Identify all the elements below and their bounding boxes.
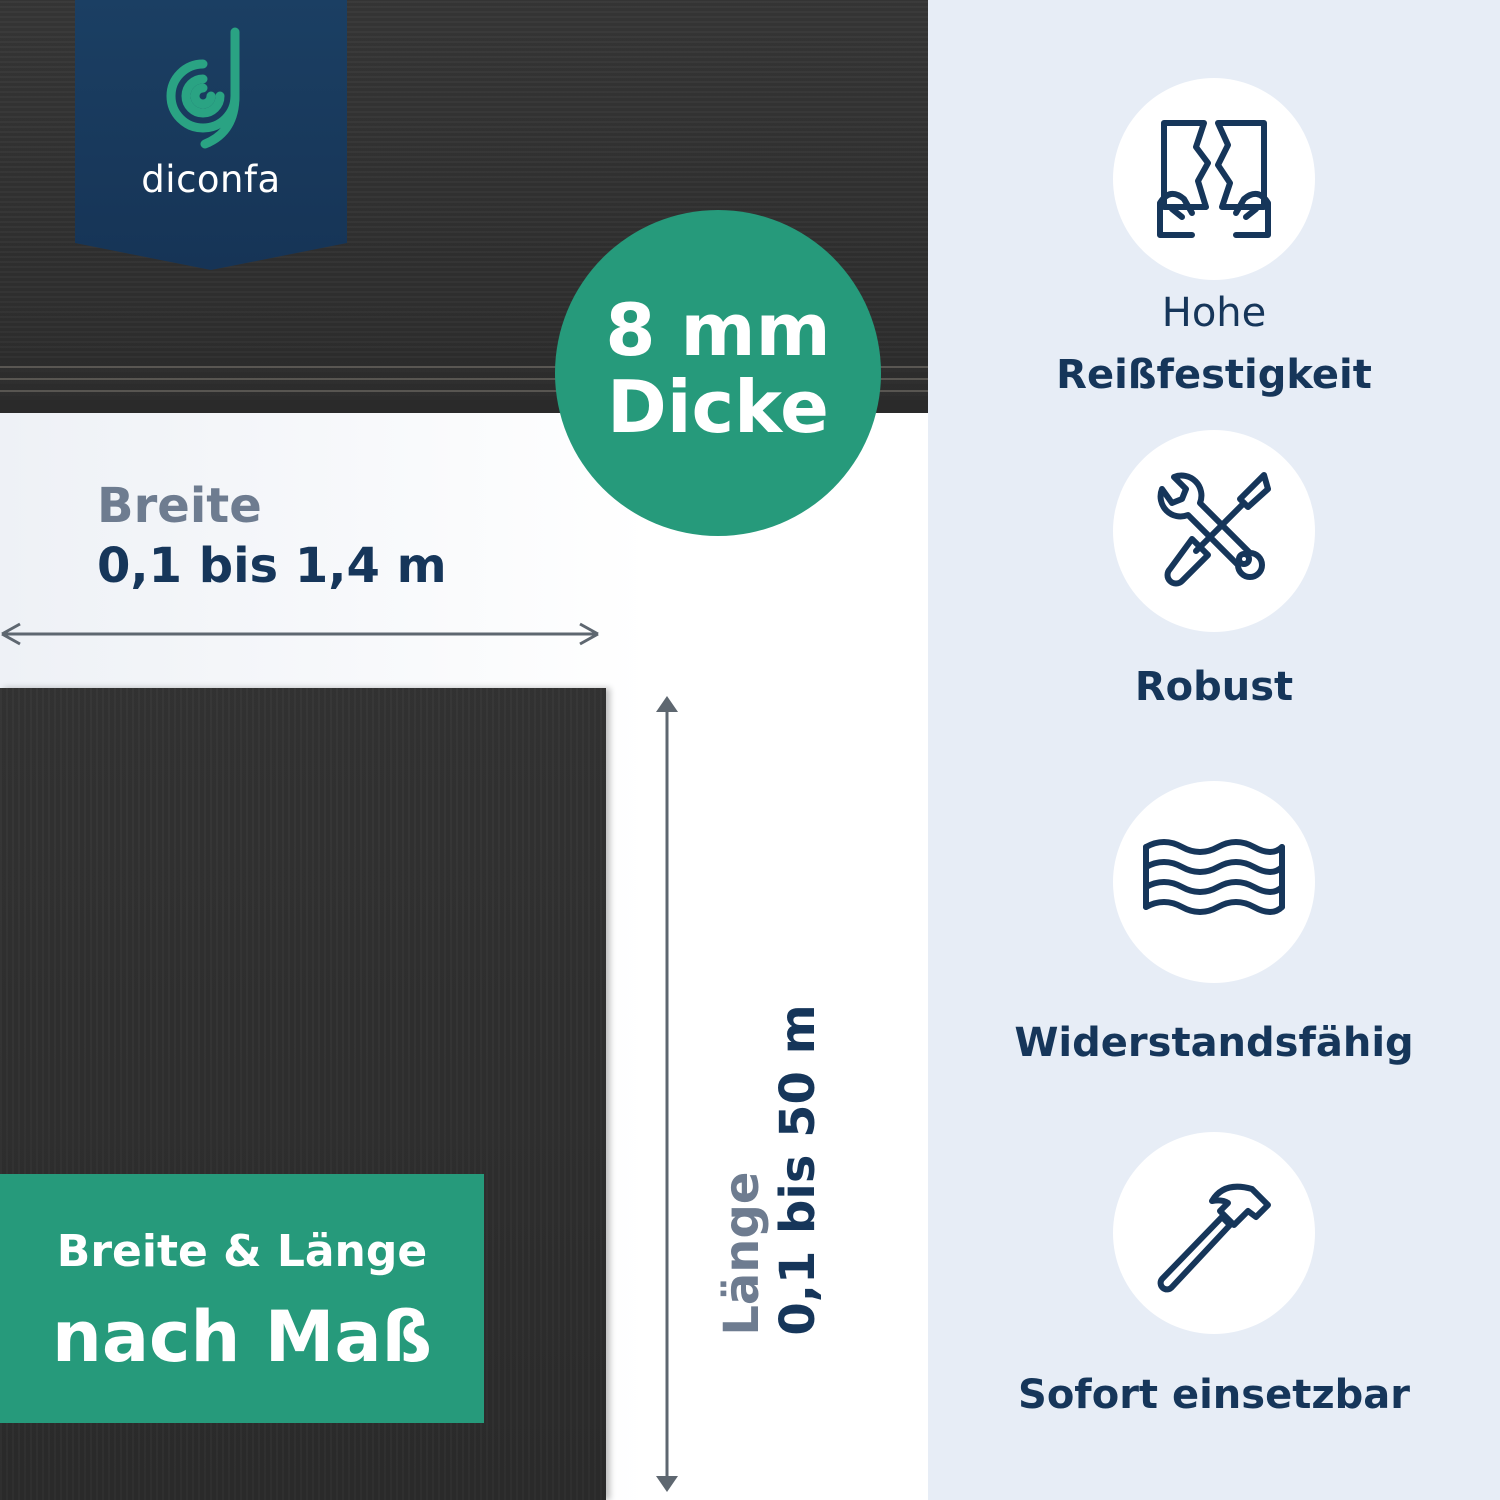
features-panel: Hohe Reißfestigkeit Robust	[928, 0, 1500, 1500]
feature-label-line1: Hohe	[1161, 290, 1267, 336]
feature-icon-circle	[1113, 781, 1315, 983]
brand-name: diconfa	[141, 158, 281, 201]
feature-label-line2: Reißfestigkeit	[1056, 352, 1372, 398]
diconfa-logo-icon	[166, 27, 240, 149]
feature-label: Widerstandsfähig	[1014, 1020, 1414, 1066]
feature-label: Sofort einsetzbar	[1018, 1372, 1410, 1418]
length-value: 0,1 bis 50 m	[770, 1004, 826, 1336]
product-visual-area: diconfa 8 mm Dicke Breite 0,1 bis 1,4 m …	[0, 0, 928, 1500]
thickness-label: Dicke	[607, 365, 829, 449]
tools-icon	[1157, 472, 1271, 587]
feature-icon-circle	[1113, 430, 1315, 632]
length-arrow-icon	[656, 696, 678, 1492]
width-label: Breite	[97, 478, 262, 534]
custom-size-box: Breite & Länge nach Maß	[0, 1174, 484, 1423]
length-text-block: Länge 0,1 bis 50 m	[700, 1004, 840, 1335]
length-label: Länge	[714, 1171, 770, 1336]
brand-banner: diconfa	[75, 0, 347, 270]
waves-icon	[1143, 839, 1285, 915]
custom-size-line2: nach Maß	[51, 1296, 432, 1378]
feature-icon-circle	[1113, 1132, 1315, 1334]
feature-icon-circle	[1113, 78, 1315, 280]
width-value: 0,1 bis 1,4 m	[97, 538, 447, 594]
hammer-icon	[1157, 1183, 1271, 1293]
thickness-badge: 8 mm Dicke	[555, 210, 881, 536]
tearing-icon	[1157, 120, 1271, 238]
width-arrow-icon	[1, 622, 599, 646]
thickness-value: 8 mm	[605, 288, 831, 372]
feature-label: Robust	[1134, 664, 1294, 710]
custom-size-line1: Breite & Länge	[56, 1226, 428, 1277]
